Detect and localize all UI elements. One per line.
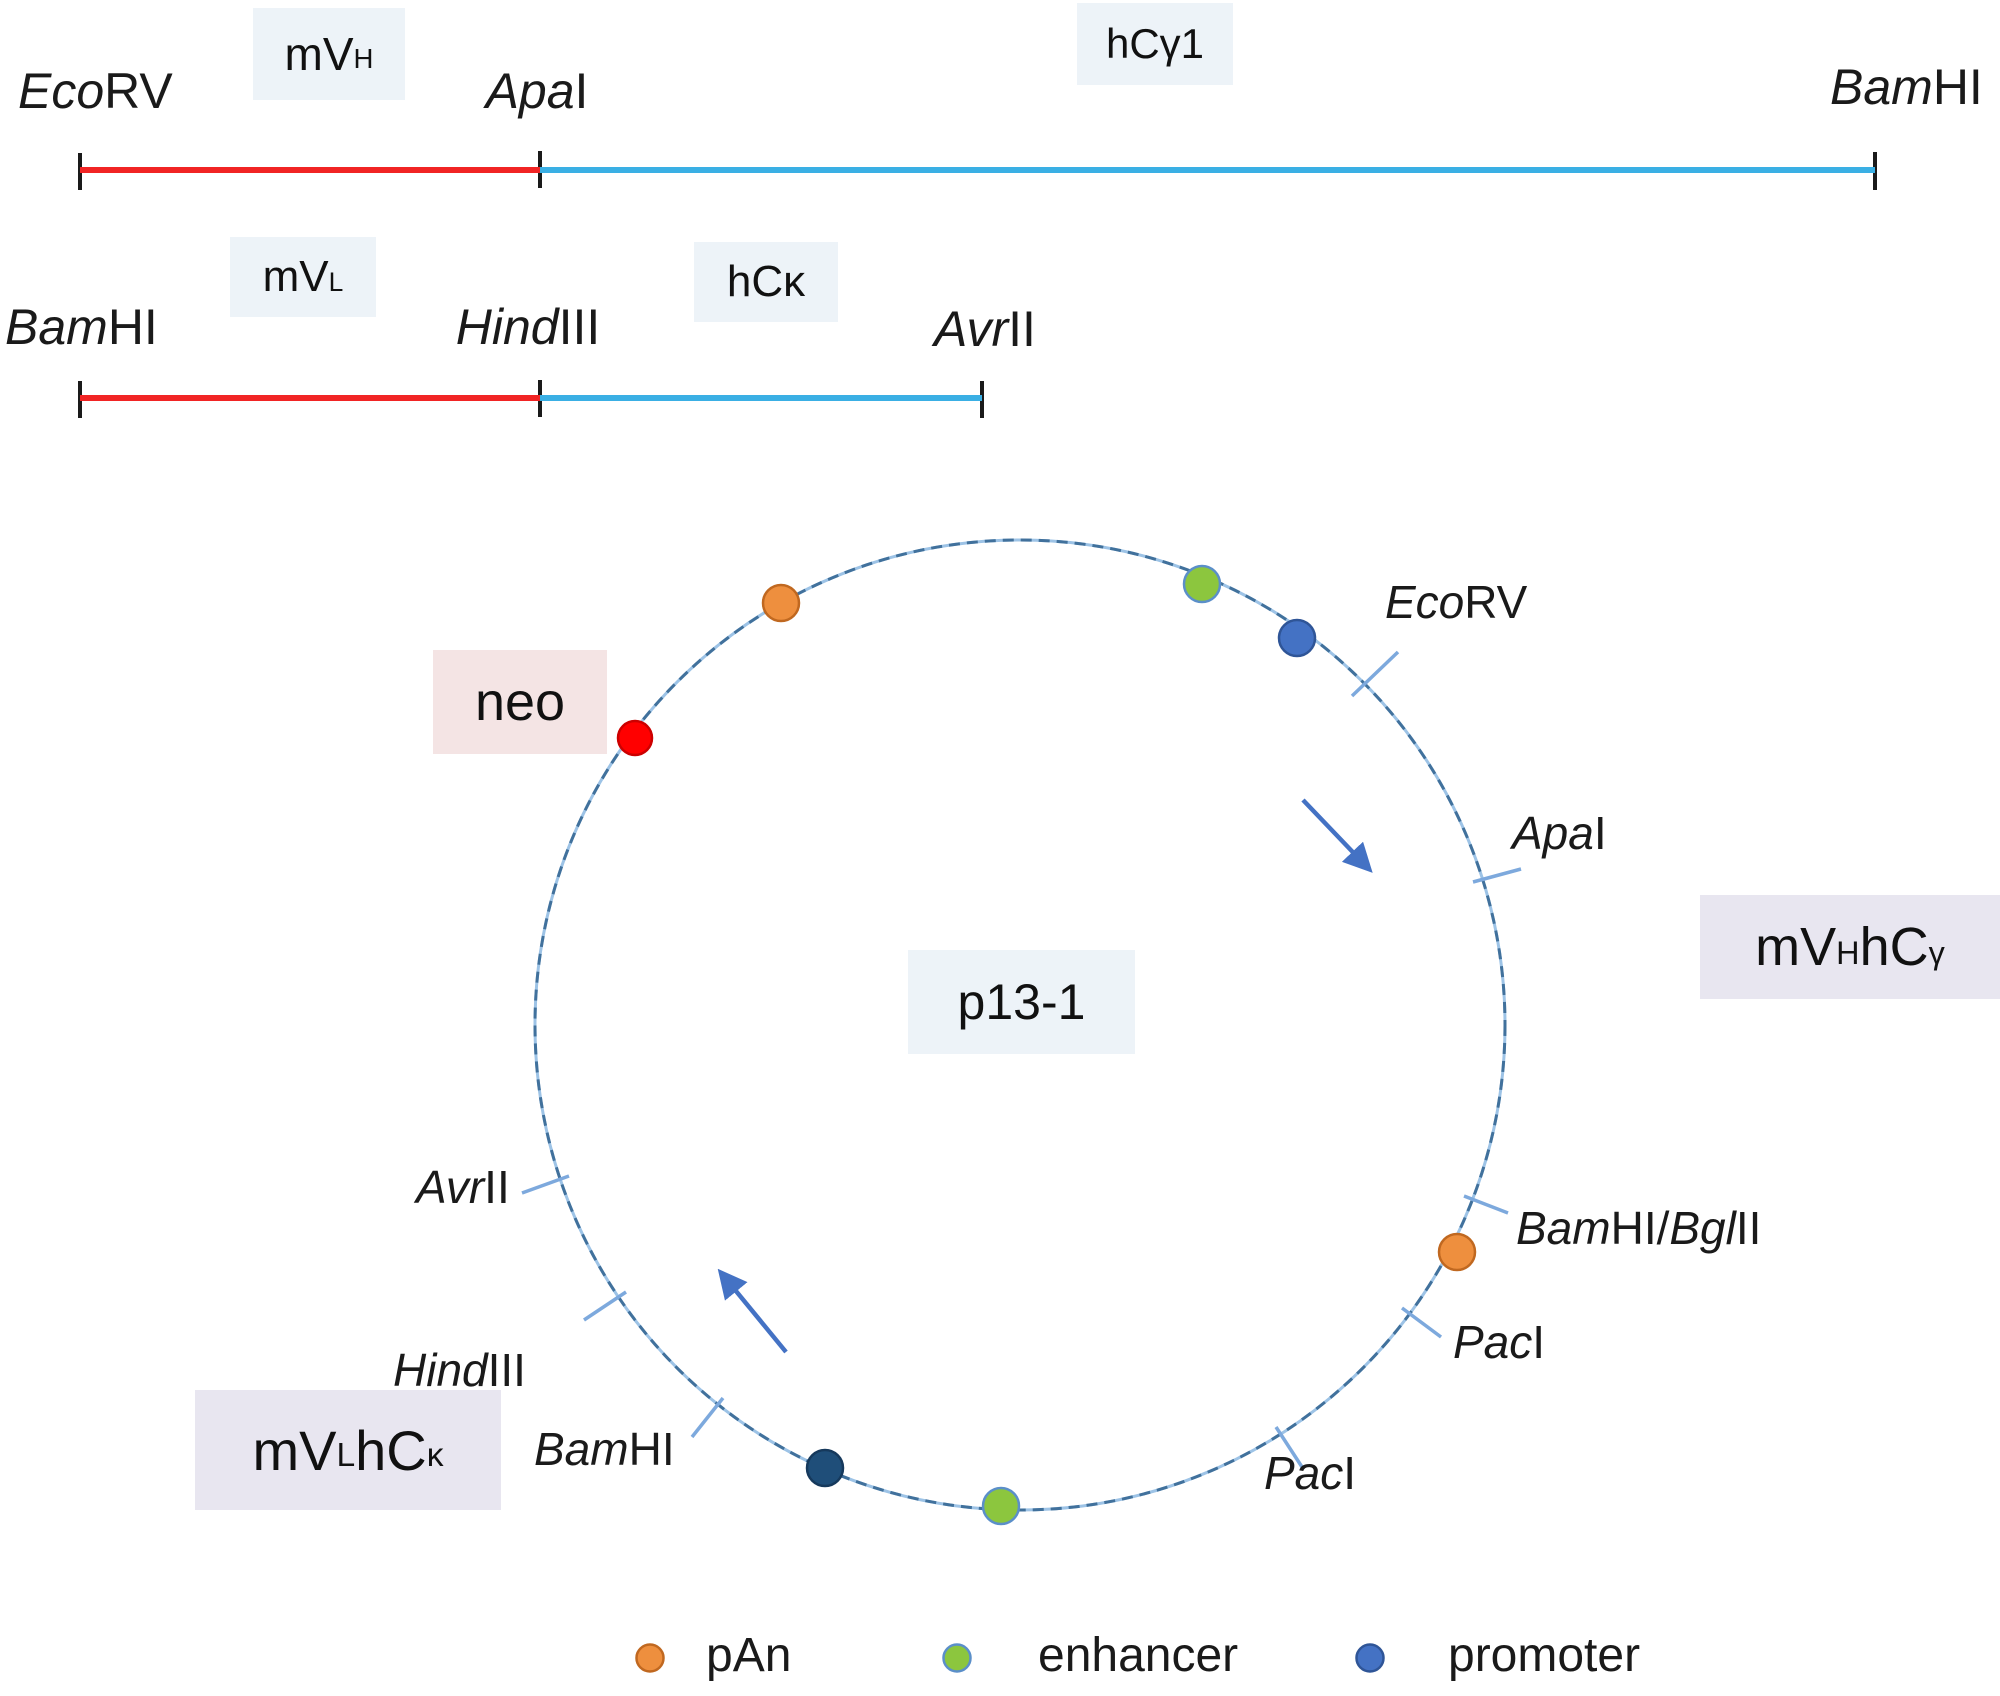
paci-upper-tick <box>1400 1306 1443 1339</box>
pan-dot-top <box>761 583 801 623</box>
row2-site-hindiii: HindIII <box>455 299 601 355</box>
promoter-dot-top <box>1277 618 1317 658</box>
avrii-tick <box>521 1174 570 1195</box>
circle-site-bamhi: BamHI <box>534 1423 675 1475</box>
circle-site-paci-lower: PacI <box>1264 1447 1357 1499</box>
circle-site-hindiii: HindIII <box>393 1344 526 1396</box>
hckappa-gene-box: hCκ <box>694 242 838 322</box>
counterclockwise-arrow <box>717 1268 788 1354</box>
row1-site-bamhi: BamHI <box>1830 59 1983 115</box>
plasmid-circle <box>533 538 1507 1512</box>
row2-site-bamhi: BamHI <box>5 299 158 355</box>
enhancer-dot-top <box>1182 564 1222 604</box>
circle-site-avrii: AvrII <box>416 1161 510 1213</box>
legend-pan-label: pAn <box>706 1629 792 1682</box>
promoter-dot-bottom <box>805 1448 845 1488</box>
legend-pan-dot <box>635 1643 665 1673</box>
bamhi-bglii-tick <box>1463 1194 1509 1215</box>
circle-site-bamhi-bglii: BamHI/BglII <box>1516 1202 1762 1254</box>
circle-site-apai: ApaI <box>1512 807 1607 859</box>
enhancer-dot-bottom <box>981 1486 1021 1526</box>
hcgamma1-gene-box: hCγ1 <box>1077 3 1233 85</box>
paci-lower-tick <box>1274 1426 1304 1468</box>
clockwise-arrow <box>1301 798 1373 873</box>
row1-site-ecorv: EcoRV <box>18 63 173 119</box>
neo-dot <box>616 719 654 757</box>
row1-site-apai: ApaI <box>485 63 589 119</box>
legend-promoter-dot <box>1355 1643 1385 1673</box>
circle-site-paci-upper: PacI <box>1453 1316 1546 1368</box>
circle-site-ecorv: EcoRV <box>1385 576 1528 628</box>
row2-site-avrii: AvrII <box>934 301 1036 357</box>
pan-dot-right <box>1437 1232 1477 1272</box>
neo-box: neo <box>433 650 607 754</box>
legend-promoter-label: promoter <box>1448 1629 1641 1682</box>
legend-enhancer-label: enhancer <box>1038 1629 1239 1682</box>
apai-tick <box>1472 867 1522 884</box>
legend-enhancer-dot <box>942 1643 972 1673</box>
ecorv-tick <box>1350 650 1400 698</box>
hindiii-tick <box>583 1290 627 1322</box>
bamhi-left-tick <box>690 1396 725 1439</box>
plasmid-name-box: p13-1 <box>908 950 1135 1054</box>
